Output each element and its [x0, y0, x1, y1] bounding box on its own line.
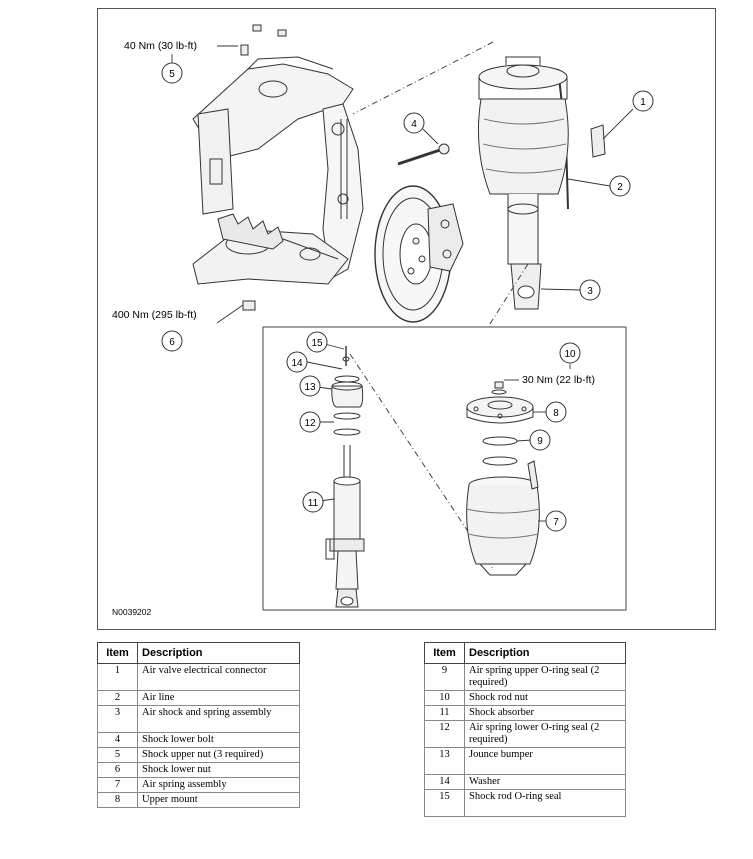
figure-id: N0039202 [112, 607, 152, 617]
item-description: Air shock and spring assembly [137, 705, 300, 733]
item-description: Upper mount [137, 792, 300, 808]
callout-15: 15 [311, 338, 323, 349]
item-number: 8 [97, 792, 138, 808]
callout-3: 3 [587, 286, 593, 297]
callout-4: 4 [411, 119, 417, 130]
suspension-illustration: 5 6 4 1 2 3 15 14 13 12 11 8 9 7 10 [161, 24, 654, 611]
item-number: 11 [424, 705, 465, 721]
item-number: 9 [424, 663, 465, 691]
callout-7: 7 [553, 517, 559, 528]
callout-11: 11 [308, 498, 319, 509]
callout-13: 13 [304, 382, 316, 393]
air-spring-exploded [465, 381, 541, 576]
column-header-description: Description [137, 642, 300, 664]
column-header-item: Item [97, 642, 138, 664]
exploded-view-figure: 5 6 4 1 2 3 15 14 13 12 11 8 9 7 10 40 N… [97, 8, 716, 630]
callout-14: 14 [291, 358, 303, 369]
item-number: 13 [424, 747, 465, 775]
item-description: Shock rod nut [464, 690, 626, 706]
callout-9: 9 [537, 436, 543, 447]
callout-6: 6 [169, 337, 175, 348]
item-number: 6 [97, 762, 138, 778]
torque-label-item5: 40 Nm (30 lb-ft) [124, 40, 197, 52]
item-number: 7 [97, 777, 138, 793]
callout-bubbles [161, 62, 654, 532]
torque-label-item6: 400 Nm (295 lb-ft) [112, 309, 197, 321]
column-header-description: Description [464, 642, 626, 664]
item-number: 1 [97, 663, 138, 691]
item-description: Jounce bumper [464, 747, 626, 775]
air-shock-spring-assembly [477, 56, 606, 310]
item-number: 2 [97, 690, 138, 706]
detail-inset-frame [262, 326, 627, 611]
item-number: 4 [97, 732, 138, 748]
item-description: Air valve electrical connector [137, 663, 300, 691]
item-description: Shock rod O-ring seal [464, 789, 626, 817]
suspension-knuckle-assembly [192, 24, 464, 323]
item-description: Air spring upper O-ring seal (2 required… [464, 663, 626, 691]
callout-12: 12 [304, 418, 316, 429]
item-number: 5 [97, 747, 138, 763]
column-header-item: Item [424, 642, 465, 664]
shock-absorber-exploded [325, 346, 365, 608]
item-description: Shock upper nut (3 required) [137, 747, 300, 763]
item-number: 3 [97, 705, 138, 733]
callout-8: 8 [553, 408, 559, 419]
item-number: 12 [424, 720, 465, 748]
callout-10: 10 [564, 349, 576, 360]
item-description: Air spring lower O-ring seal (2 required… [464, 720, 626, 748]
callout-numbers: 5 6 4 1 2 3 15 14 13 12 11 8 9 7 10 [169, 69, 646, 528]
item-description: Shock lower bolt [137, 732, 300, 748]
item-number: 10 [424, 690, 465, 706]
item-number: 14 [424, 774, 465, 790]
callout-1: 1 [640, 97, 646, 108]
item-description: Washer [464, 774, 626, 790]
torque-label-item10: 30 Nm (22 lb-ft) [522, 374, 595, 386]
item-number: 15 [424, 789, 465, 817]
callout-2: 2 [617, 182, 623, 193]
item-description: Air line [137, 690, 300, 706]
callout-5: 5 [169, 69, 175, 80]
item-description: Shock absorber [464, 705, 626, 721]
item-description: Air spring assembly [137, 777, 300, 793]
item-description: Shock lower nut [137, 762, 300, 778]
